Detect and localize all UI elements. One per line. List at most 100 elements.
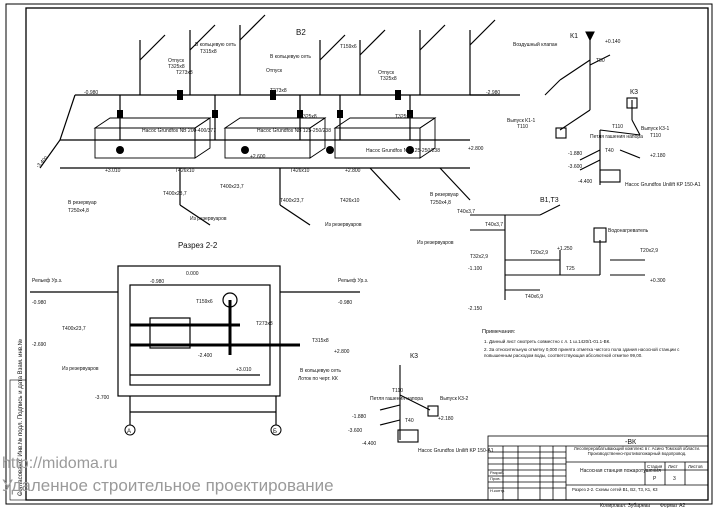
pipe-label-4: Т159х6 — [340, 44, 357, 50]
elev-s-3: 0.000 — [186, 271, 199, 277]
pipe-label-5: Т325х8 — [380, 76, 397, 82]
pipe-s-4: Т273х8 — [256, 321, 273, 327]
scheme-b1t3 — [470, 204, 645, 300]
pipe-label-1: Т325х8 — [168, 64, 185, 70]
elev-k3-4: +2.180 — [650, 153, 666, 159]
notes-title: Примечания: — [482, 329, 516, 335]
pump1-top — [93, 117, 212, 129]
pipe-label-8: Т325х8 — [395, 114, 412, 120]
pipe-b1-6: Т40х6,9 — [525, 294, 543, 300]
label-water-heater: Водонагреватель — [608, 228, 649, 234]
pipe-label-12: Т400х23,7 — [280, 198, 304, 204]
label-unilift-1: Насос Grundfos Unilift KP 150-A1 — [625, 182, 701, 188]
pipe-k3-2: Т110 — [612, 124, 623, 130]
elev-3: -2.980 — [486, 90, 500, 96]
title-sheet-h: Лист — [668, 464, 678, 469]
label-b1t3: В1,Т3 — [540, 197, 559, 204]
title-block — [487, 435, 709, 501]
elev-k1: +0.140 — [605, 39, 621, 45]
pipe-label-14: Т426х10 — [340, 198, 360, 204]
label-vypusk-k3-1: Выпуск К3-1 — [641, 126, 670, 132]
elev-4: +2.800 — [468, 146, 484, 152]
label-vypusk-k3-2: Выпуск К3-2 — [440, 396, 469, 402]
label-ring-net-2: В кольцевую сеть — [270, 54, 311, 60]
pipe-k1-2: Т110 — [517, 124, 528, 130]
pipe-b1-3: Т32х2,9 — [470, 254, 488, 260]
elev-k3-2: -3.600 — [568, 164, 582, 170]
elev-k3b-4: +2.180 — [438, 416, 454, 422]
title-sheet: 3 — [673, 476, 676, 482]
elev-5: +2.800 — [345, 168, 361, 174]
label-otpusk-3: Отпуск — [378, 70, 395, 76]
label-pump2: Насос Grundfos NB 125-250/238 — [257, 128, 331, 134]
label-terrain-2: Рельеф Ур.з. — [338, 278, 368, 284]
title-role-1: Разраб. — [490, 470, 504, 475]
section-22 — [30, 265, 360, 425]
elev-s-6: -3.700 — [95, 395, 109, 401]
pipe-k3-5: Т40 — [405, 418, 414, 424]
label-terrain-1: Рельеф Ур.з. — [32, 278, 62, 284]
label-otpusk-1: Отпуск — [168, 58, 185, 64]
title-sheet-sub: Разрез 2-2. Схемы сетей В1, В2, Т3, К1, … — [572, 487, 658, 492]
label-air-valve: Воздушный клапан — [513, 41, 558, 48]
pump3-top — [333, 117, 437, 129]
pipe-label-6: Т273х8 — [270, 88, 287, 94]
elev-b1-3: +0.300 — [650, 278, 666, 284]
pipe-s-1: Т315х8 — [312, 338, 329, 344]
label-to-reservoir-2: В резервуар — [430, 192, 459, 198]
pump1-side — [194, 117, 211, 159]
label-k3-bottom: К3 — [410, 353, 418, 360]
pipe-k3-4: Т110 — [392, 388, 403, 394]
label-pump1: Насос Grundfos NB 200-400/377 — [142, 128, 216, 134]
elev-s-8: +3.010 — [236, 367, 252, 373]
pipe-label-16: Т250х4,8 — [430, 200, 451, 206]
stamp-text: Согласовано: Инв.№ подл. Подпись и дата … — [17, 339, 24, 496]
label-k3-top: К3 — [630, 89, 638, 96]
label-vypusk-k1: Выпуск К1-1 — [507, 118, 536, 124]
pipe-s-2: Т400х23,7 — [62, 326, 86, 332]
k1-marker — [555, 127, 567, 139]
valves — [116, 90, 414, 154]
elev-7: +3.010 — [105, 168, 121, 174]
elev-k3-3: -4.400 — [578, 179, 592, 185]
pipe-label-7: Т325х8 — [300, 114, 317, 120]
scheme-k3-top — [579, 97, 641, 185]
note-1: 1. Данный лист смотреть совместно с л. 1… — [484, 338, 610, 344]
elev-s-7: -2.400 — [198, 353, 212, 359]
watermark-url: http://midoma.ru — [2, 455, 118, 472]
elev-s-4: -0.980 — [150, 279, 164, 285]
elev-1: -0.980 — [84, 90, 98, 96]
outer-frame — [5, 3, 713, 505]
title-stage-h: Стадия — [647, 464, 663, 469]
title-sheet-name: Насосная станция пожаротушения — [580, 468, 661, 474]
pipe-k1: Т50 — [596, 58, 605, 64]
elev-b1-2: -1.100 — [468, 266, 482, 272]
pipe-b1-5: Т25 — [566, 266, 575, 272]
title-sheets-h: Листов — [688, 464, 703, 469]
elev-k3-1: -1.880 — [568, 151, 582, 157]
note-2-wrap: 2. За относительную отметку 0,000 принят… — [484, 347, 680, 358]
pipe-label-11: Т400х23,7 — [163, 191, 187, 197]
elev-s-2: -0.980 — [338, 300, 352, 306]
note-2: 2. За относительную отметку 0,000 принят… — [484, 347, 680, 358]
label-ring-net-3: В кольцевую сеть — [300, 368, 341, 374]
stamp-strip — [9, 379, 27, 501]
label-loop-2: Петля гашения напора — [370, 396, 423, 402]
elev-s-5: -2.690 — [32, 342, 46, 348]
axis-b — [270, 424, 282, 436]
elev-k3b-3: -4.400 — [362, 441, 376, 447]
title-stage: Р — [653, 476, 657, 482]
watermark-text: Удаленное строительное проектирование — [2, 476, 334, 495]
label-k1: К1 — [570, 33, 578, 40]
title-code: -ВК — [625, 439, 637, 446]
label-section-22: Разрез 2-2 — [178, 241, 218, 250]
elev-b1-1: +1.250 — [557, 246, 573, 252]
pump2-side — [309, 117, 326, 159]
elev-k3b-2: -3.600 — [348, 428, 362, 434]
pipe-label-9: Т426х10 — [175, 168, 195, 174]
elev-k3b-1: -1.880 — [352, 414, 366, 420]
svg-text:Б: Б — [273, 429, 277, 435]
label-tray: Лоток по черт. КК — [298, 376, 338, 382]
svg-text:А: А — [127, 429, 131, 435]
